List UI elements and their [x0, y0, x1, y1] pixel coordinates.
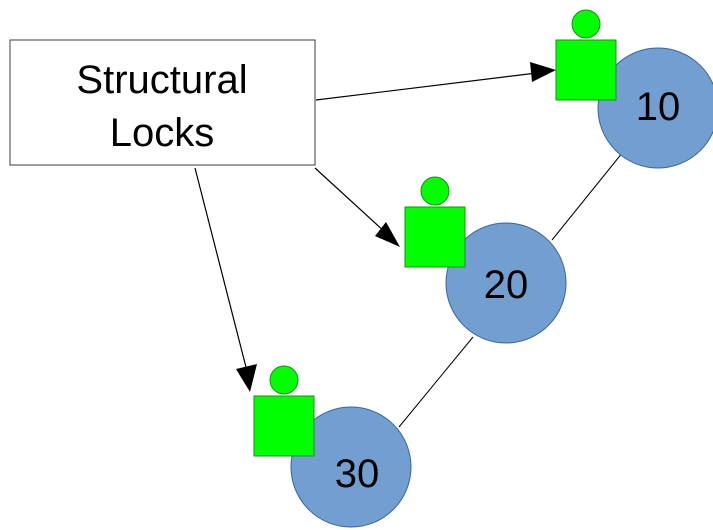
arrow-to-lock-20 — [314, 167, 386, 233]
box-label-line-2: Locks — [110, 111, 215, 155]
arrowhead-lock-20 — [375, 222, 400, 247]
arrow-to-lock-30 — [194, 167, 249, 376]
tree-node-30 — [290, 406, 412, 528]
person-lock-icon — [555, 9, 617, 101]
tree-node-10 — [597, 47, 713, 169]
edge-20-30 — [398, 336, 474, 428]
tree-node-20 — [445, 222, 567, 344]
edge-10-20 — [551, 146, 628, 241]
box-label-line-1: Structural — [76, 58, 247, 102]
node-10-label: 10 — [636, 85, 681, 129]
arrowhead-lock-30 — [236, 364, 257, 392]
person-lock-icon — [253, 365, 315, 457]
node-20-label: 20 — [484, 263, 529, 307]
arrow-to-lock-10 — [315, 70, 554, 101]
arrowhead-lock-10 — [530, 62, 556, 82]
node-30-label: 30 — [335, 452, 380, 496]
person-lock-icon — [404, 176, 466, 268]
structural-locks-box — [9, 39, 316, 166]
